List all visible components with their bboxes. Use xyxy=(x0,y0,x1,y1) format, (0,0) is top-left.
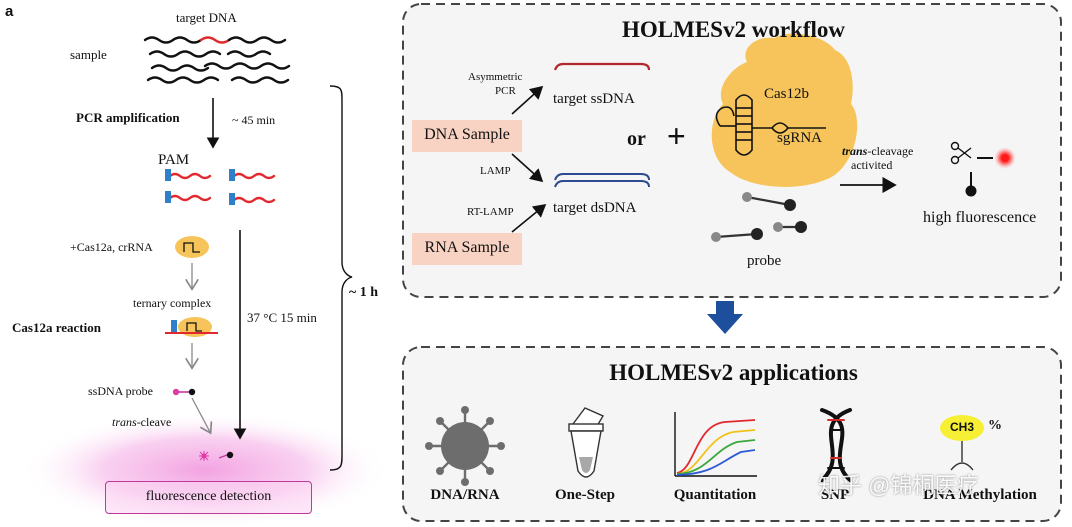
rna-sample-label: RNA Sample xyxy=(424,239,510,256)
cas12b-enzyme xyxy=(711,33,858,187)
target-dna-label: target DNA xyxy=(176,10,237,25)
sample-dna-strands xyxy=(143,36,291,84)
applications-title: HOLMESv2 applications xyxy=(609,360,858,385)
dna-helix-icon xyxy=(820,408,852,482)
plus-sign: + xyxy=(667,118,686,154)
trans-cleavage-label: trans-cleavage xyxy=(842,144,913,159)
app-dna-rna-label: DNA/RNA xyxy=(430,487,500,503)
target-ssdna-strand xyxy=(553,62,651,71)
sgrna-hairpin xyxy=(715,94,826,156)
cas12a-crrna-label: +Cas12a, crRNA xyxy=(70,240,153,254)
pam-label: PAM xyxy=(158,152,190,168)
ch3-bubble xyxy=(940,415,984,441)
target-dsdna-strands xyxy=(554,173,650,188)
fluorescence-detection-box: fluorescence detection xyxy=(105,481,312,514)
panel-letter: a xyxy=(5,3,14,20)
asymmetric-pcr-arrow xyxy=(511,85,544,115)
rt-lamp-arrow xyxy=(511,203,547,233)
virus-icon xyxy=(425,406,505,486)
dna-sample-box: DNA Sample xyxy=(412,120,522,152)
cleave-text: -cleave xyxy=(136,415,172,429)
right-panel: HOLMESv2 workflow DNA Sample RNA Sample … xyxy=(395,0,1072,527)
app-quantitation-label: Quantitation xyxy=(673,487,757,503)
ssdna-probe-graphic xyxy=(172,388,196,396)
high-fluorescence-label: high fluorescence xyxy=(923,209,1037,226)
left-panel-graphics xyxy=(20,36,390,527)
ssdna-probe-label: ssDNA probe xyxy=(88,384,153,398)
scissors-icon xyxy=(950,141,972,165)
cas12a-reaction-label: Cas12a reaction xyxy=(12,320,101,335)
probe-ends xyxy=(711,192,807,242)
app-one-step-label: One-Step xyxy=(555,487,615,503)
dna-sample-label: DNA Sample xyxy=(424,126,510,143)
pcr-amplicons xyxy=(165,169,276,205)
sample-label: sample xyxy=(70,47,107,62)
pcr-time-label: ~ 45 min xyxy=(232,113,276,127)
workflow-title: HOLMESv2 workflow xyxy=(622,17,845,42)
activited-label: activited xyxy=(851,158,893,172)
trans-cleave-label: trans-cleave xyxy=(112,415,171,430)
pcr-label: PCR xyxy=(495,85,516,97)
cas12b-label: Cas12b xyxy=(764,86,809,102)
rna-sample-box: RNA Sample xyxy=(412,233,522,265)
ch3-label: CH3 xyxy=(949,420,974,434)
cas12a-crrna-complex xyxy=(175,236,209,258)
sgrna-label: sgRNA xyxy=(777,130,823,146)
workflow-to-applications-arrow xyxy=(707,301,743,334)
applications-dashed-border xyxy=(402,346,1062,522)
lamp-arrow xyxy=(511,153,544,183)
tube-icon xyxy=(568,407,605,478)
cleaved-probe-graphic xyxy=(199,451,234,461)
right-panel-graphics xyxy=(402,3,1062,522)
trans-italic-text: trans xyxy=(842,144,868,158)
percent-label: % xyxy=(988,418,1002,433)
trans-italic-text: trans xyxy=(112,415,137,429)
fluorescence-detection-label: fluorescence detection xyxy=(145,489,272,504)
cytosine-ring xyxy=(950,462,974,471)
ternary-complex-label: ternary complex xyxy=(133,296,212,310)
watermark: 知乎 @锦桐医疗 xyxy=(818,473,979,498)
reaction-conditions-label: 37 °C 15 min xyxy=(247,310,317,325)
total-time-label: ~ 1 h xyxy=(349,285,379,300)
probe-label: probe xyxy=(747,253,782,269)
lamp-label: LAMP xyxy=(480,165,511,177)
grey-arrow-3 xyxy=(191,397,210,432)
rt-lamp-label: RT-LAMP xyxy=(467,206,514,218)
ternary-complex-graphic xyxy=(165,317,218,337)
cleavage-text: -cleavage xyxy=(867,144,914,158)
quencher-dot xyxy=(965,185,977,197)
app-dna-methylation-label: DNA Methylation xyxy=(923,487,1037,503)
target-dsdna-label: target dsDNA xyxy=(553,200,637,216)
target-ssdna-label: target ssDNA xyxy=(553,91,635,107)
asymmetric-label: Asymmetric xyxy=(468,71,523,83)
or-label: or xyxy=(627,128,646,150)
left-panel: a target DNA sample PCR amplification ~ … xyxy=(0,0,395,527)
quantitation-icon xyxy=(674,412,757,477)
pcr-amplification-label: PCR amplification xyxy=(76,110,180,125)
total-time-brace xyxy=(329,85,353,471)
fluorophore-dot xyxy=(1001,154,1009,162)
app-snp-label: SNP xyxy=(820,487,850,503)
